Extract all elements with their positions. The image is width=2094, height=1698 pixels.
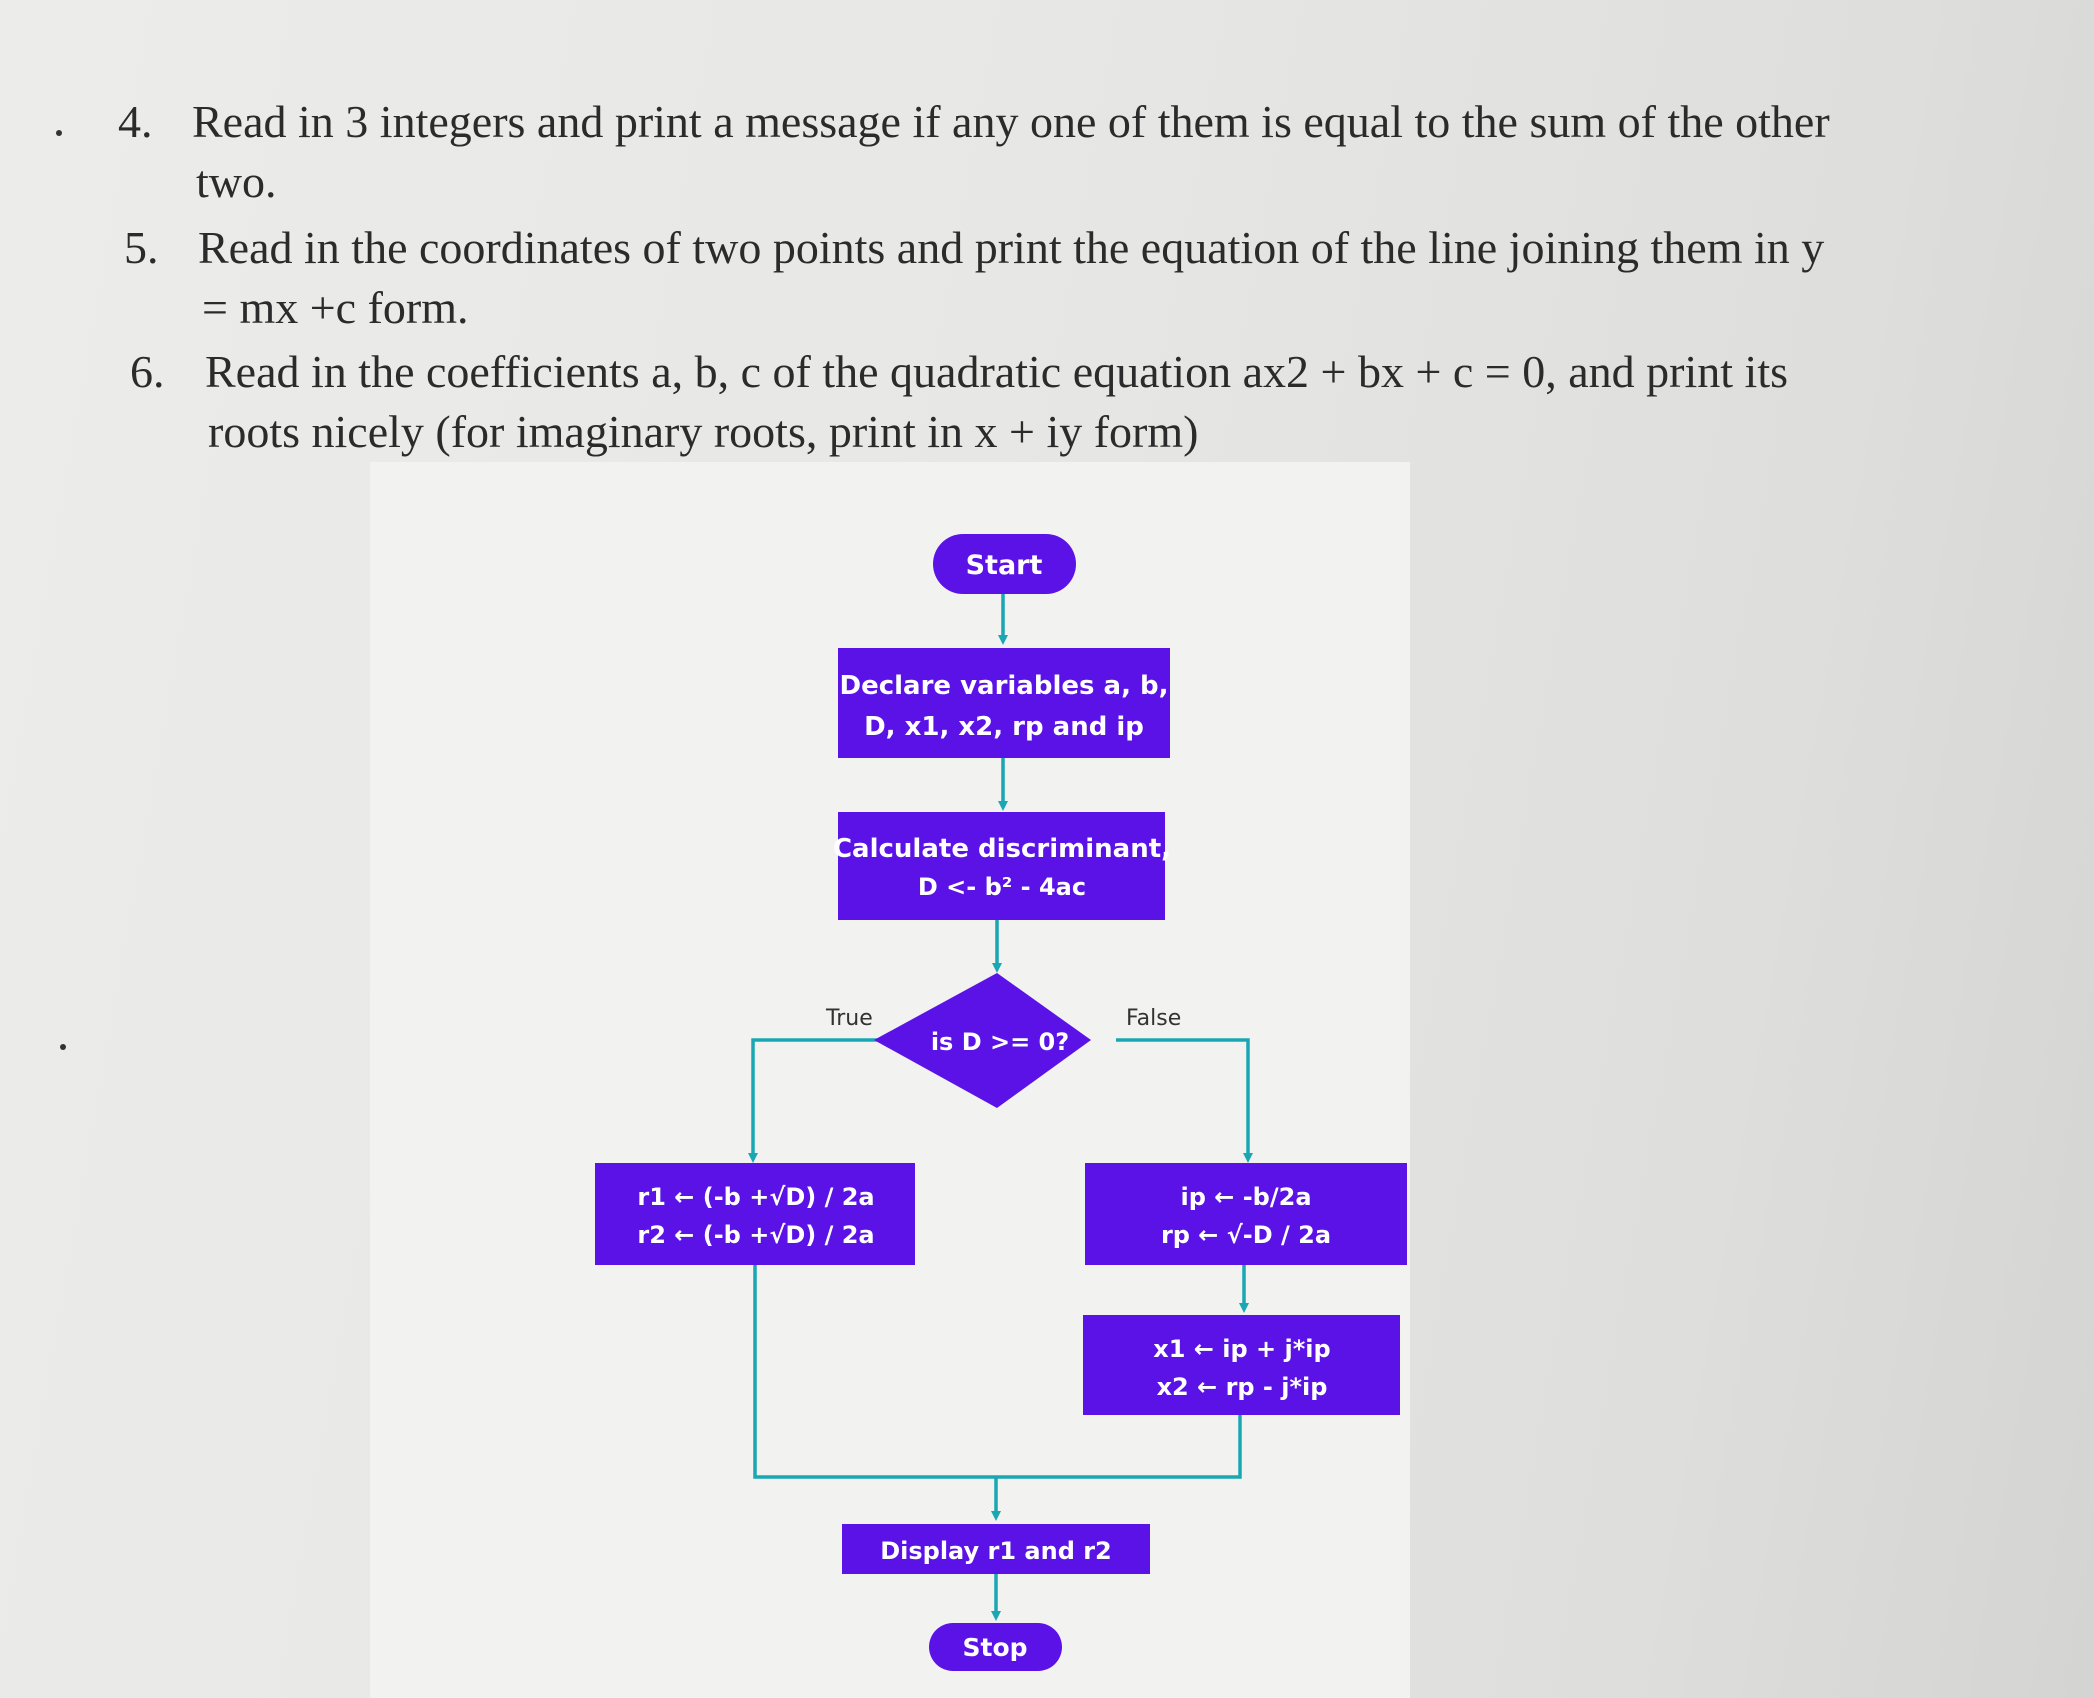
flowchart-nodes: [595, 534, 1407, 1671]
question-6-number: 6.: [130, 346, 165, 397]
question-4-number: 4.: [118, 96, 153, 147]
stray-mark: [56, 130, 62, 136]
false-branch-label: False: [1126, 1006, 1181, 1031]
discriminant-label-line-1: Calculate discriminant,: [833, 834, 1171, 864]
stray-mark: [60, 1044, 66, 1050]
complex-roots-node: [1083, 1315, 1400, 1415]
connector-false-branch: [1116, 1038, 1253, 1163]
imag-parts-node: [1085, 1163, 1407, 1265]
start-node: [933, 534, 1076, 594]
question-5-line-2: = mx +c form.: [202, 282, 469, 333]
question-5-line-1: Read in the coordinates of two points an…: [198, 222, 1825, 273]
declare-node: [838, 648, 1170, 758]
flowchart-node-text: Start Declare variables a, b, D, x1, x2,…: [637, 550, 1331, 1662]
imag-parts-line-2: rp ← √-D / 2a: [1161, 1221, 1331, 1249]
display-label: Display r1 and r2: [880, 1537, 1112, 1565]
complex-roots-line-1: x1 ← ip + j*ip: [1153, 1335, 1330, 1363]
discriminant-node: [838, 812, 1165, 920]
display-node: [842, 1524, 1150, 1574]
start-label: Start: [966, 550, 1043, 581]
stop-node: [929, 1623, 1062, 1671]
question-4-line-2: two.: [196, 156, 277, 207]
real-roots-node: [595, 1163, 915, 1265]
discriminant-label-line-2: D <- b² - 4ac: [918, 873, 1086, 901]
decision-label: is D >= 0?: [931, 1028, 1069, 1056]
stop-label: Stop: [962, 1633, 1027, 1662]
real-roots-line-1: r1 ← (-b +√D) / 2a: [637, 1183, 874, 1211]
decision-node: [874, 973, 1091, 1108]
imag-parts-line-1: ip ← -b/2a: [1180, 1183, 1311, 1211]
complex-roots-line-2: x2 ← rp - j*ip: [1157, 1373, 1328, 1401]
declare-label-line-1: Declare variables a, b,: [839, 671, 1168, 701]
declare-label-line-2: D, x1, x2, rp and ip: [864, 712, 1144, 742]
real-roots-line-2: r2 ← (-b +√D) / 2a: [637, 1221, 874, 1249]
question-5-number: 5.: [124, 222, 159, 273]
flowchart-connectors: [748, 594, 1253, 1621]
question-6-line-1: Read in the coefficients a, b, c of the …: [205, 346, 1789, 397]
question-6-line-2: roots nicely (for imaginary roots, print…: [208, 406, 1199, 457]
question-4-line-1: Read in 3 integers and print a message i…: [192, 96, 1830, 147]
true-branch-label: True: [825, 1006, 873, 1031]
connector-true-branch: [748, 1038, 878, 1163]
